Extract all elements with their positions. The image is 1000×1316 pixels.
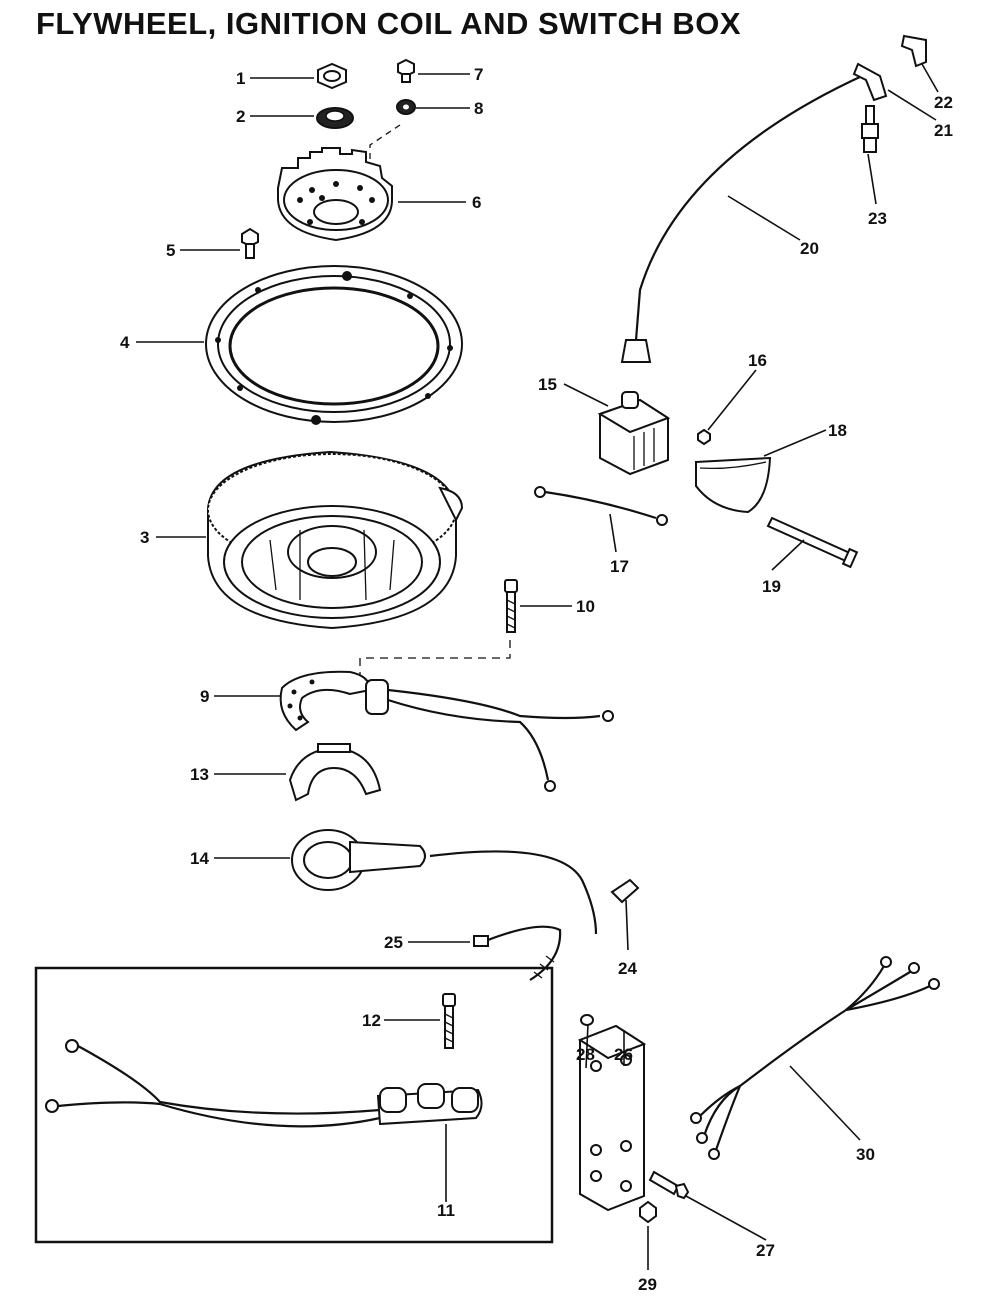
callout-labels: 1 2 3 4 5 6 7 8 9 10 11 12 13 14 15 16 1… (120, 65, 953, 1294)
callout-21: 21 (934, 121, 953, 140)
callout-7: 7 (474, 65, 483, 84)
page-title: FLYWHEEL, IGNITION COIL AND SWITCH BOX (36, 6, 742, 41)
callout-9: 9 (200, 687, 209, 706)
leader-lines (136, 63, 939, 1270)
washer-part (316, 107, 354, 129)
callout-11: 11 (437, 1201, 455, 1220)
hex-nut-part (317, 62, 347, 90)
callout-28: 28 (576, 1045, 595, 1064)
ground-lead-part (534, 486, 668, 526)
screw-12-part (442, 993, 456, 1049)
flywheel-part (207, 450, 464, 630)
switch-box-26-part (577, 1024, 647, 1212)
callout-12: 12 (362, 1011, 381, 1030)
callout-10: 10 (576, 597, 595, 616)
callout-25: 25 (384, 933, 403, 952)
high-tension-lead-part (620, 75, 863, 363)
nut-29-part (639, 1200, 657, 1224)
callout-18: 18 (828, 421, 847, 440)
screw-10-part (504, 579, 518, 633)
callout-16: 16 (748, 351, 767, 370)
callout-2: 2 (236, 107, 245, 126)
harness-part (690, 956, 940, 1160)
callout-29: 29 (638, 1275, 657, 1294)
callout-6: 6 (472, 193, 481, 212)
cover-18-part (695, 456, 772, 514)
ring-plate-part (205, 265, 463, 425)
washer-28-part (580, 1014, 594, 1026)
ignition-coil-part (291, 829, 598, 935)
screw-part (397, 58, 415, 83)
callout-19: 19 (762, 577, 781, 596)
inset-box (34, 966, 554, 1244)
trigger-assembly-part (45, 1039, 483, 1128)
callout-20: 20 (800, 239, 819, 258)
callout-13: 13 (190, 765, 209, 784)
callout-1: 1 (236, 69, 245, 88)
callout-4: 4 (120, 333, 130, 352)
callout-14: 14 (190, 849, 209, 868)
callout-23: 23 (868, 209, 887, 228)
plug-boot-21-part (852, 62, 888, 102)
flywheel-cover-part (277, 147, 393, 242)
screw-27-part (648, 1170, 690, 1200)
switch-box-part (597, 391, 671, 476)
callout-30: 30 (856, 1145, 875, 1164)
callout-17: 17 (610, 557, 629, 576)
trigger-bracket-part (279, 670, 614, 792)
callout-22: 22 (934, 93, 953, 112)
callout-8: 8 (474, 99, 483, 118)
callout-24: 24 (618, 959, 637, 978)
clip-24-part (610, 878, 640, 904)
callout-26: 26 (614, 1045, 633, 1064)
callout-5: 5 (166, 241, 175, 260)
long-bolt-part (766, 516, 859, 569)
lock-washer-part (396, 99, 416, 115)
nut-16-part (697, 428, 711, 446)
callout-15: 15 (538, 375, 557, 394)
bolt-part (241, 227, 259, 259)
callout-3: 3 (140, 528, 149, 547)
bracket-13-part (288, 743, 382, 802)
spark-plug-part (861, 105, 879, 153)
callout-27: 27 (756, 1241, 775, 1260)
plug-boot-22-part (900, 34, 927, 68)
cable-strap-part (473, 925, 562, 981)
